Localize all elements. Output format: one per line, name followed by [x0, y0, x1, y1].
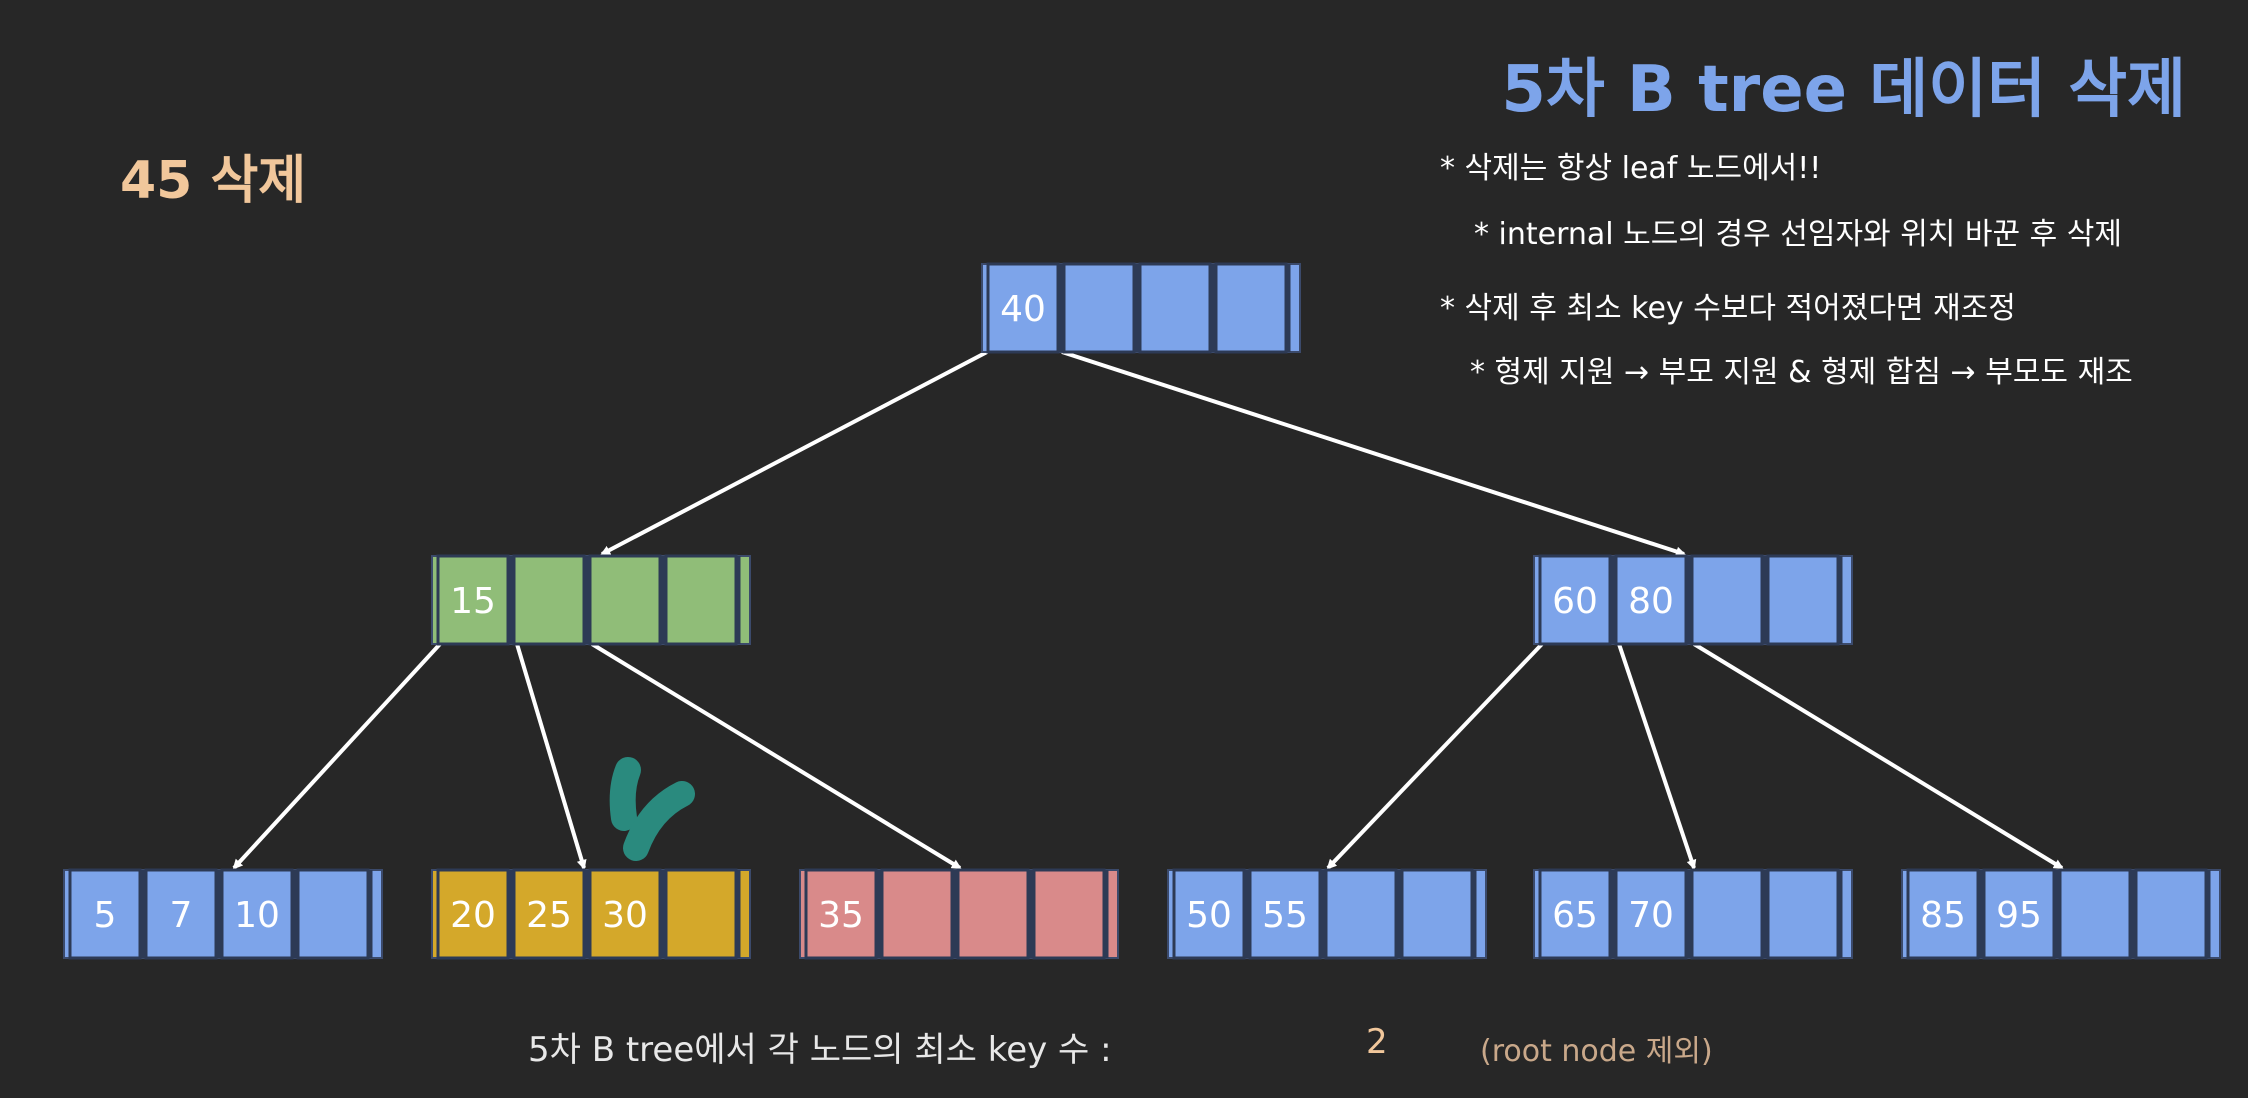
- leaf-node-2-key-1: 20: [450, 895, 496, 936]
- leaf-node-2-key-2: 25: [526, 895, 572, 936]
- leaf-node-1-key-2: 7: [170, 895, 193, 936]
- internal-node-2-slot-1: [1538, 554, 1612, 646]
- leaf-node-5-slot-4: [1766, 868, 1840, 960]
- min-key-note: (root node 제외): [1480, 1034, 1713, 1069]
- leaf-node-6-slot-3: [2058, 868, 2132, 960]
- leaf-node-6-key-1: 85: [1920, 895, 1966, 936]
- tree-edge-6: [1326, 642, 1544, 870]
- internal-node-2-key-1: 60: [1552, 581, 1598, 622]
- root-node-slot-4: [1214, 262, 1288, 354]
- tree-edge-3: [232, 642, 442, 870]
- tree-edge-8: [1692, 642, 2064, 870]
- operation-label: 45 삭제: [120, 151, 307, 211]
- leaf-node-1-key-3: 10: [234, 895, 280, 936]
- leaf-node-2-slot-3: [588, 868, 662, 960]
- internal-node-2-slot-2: [1614, 554, 1688, 646]
- leaf-node-4: 50 55: [1167, 868, 1487, 960]
- leaf-node-5: 65 70: [1533, 868, 1853, 960]
- leaf-node-4-slot-1: [1172, 868, 1246, 960]
- leaf-node-3-key-1: 35: [818, 895, 864, 936]
- internal-node-1-slot-4: [664, 554, 738, 646]
- tree-edge-5: [590, 642, 962, 870]
- tree-edge-7: [1617, 643, 1697, 870]
- internal-node-1-key-1: 15: [450, 581, 496, 622]
- internal-node-2-key-2: 80: [1628, 581, 1674, 622]
- note-4: * 형제 지원 → 부모 지원 & 형제 합침 → 부모도 재조: [1470, 355, 2133, 390]
- min-key-label: 5차 B tree에서 각 노드의 최소 key 수 :: [528, 1030, 1112, 1070]
- leaf-node-3: 35: [799, 868, 1119, 960]
- leaf-node-1-slot-3: [220, 868, 294, 960]
- leaf-node-6-slot-2: [1982, 868, 2056, 960]
- leaf-node-2-slot-1: [436, 868, 510, 960]
- leaf-node-5-slot-1: [1538, 868, 1612, 960]
- leaf-node-6-slot-1: [1906, 868, 1980, 960]
- leaf-node-3-slot-4: [1032, 868, 1106, 960]
- leaf-node-6-key-2: 95: [1996, 895, 2042, 936]
- leaf-node-5-slot-2: [1614, 868, 1688, 960]
- leaf-node-2: 20 25 30: [431, 868, 751, 960]
- leaf-node-1-slot-1: [68, 868, 142, 960]
- leaf-node-1-slot-4: [296, 868, 370, 960]
- leaf-node-3-slot-1: [804, 868, 878, 960]
- leaf-node-5-slot-3: [1690, 868, 1764, 960]
- leaf-node-6-slot-4: [2134, 868, 2208, 960]
- leaf-node-4-key-1: 50: [1186, 895, 1232, 936]
- internal-node-1-slot-3: [588, 554, 662, 646]
- tree-edge-4: [515, 643, 587, 870]
- leaf-node-4-key-2: 55: [1262, 895, 1308, 936]
- leaf-node-3-slot-3: [956, 868, 1030, 960]
- root-node: 40: [981, 262, 1301, 354]
- note-2: * internal 노드의 경우 선임자와 위치 바꾼 후 삭제: [1474, 217, 2122, 252]
- leaf-node-2-slot-4: [664, 868, 738, 960]
- leaf-node-5-key-1: 65: [1552, 895, 1598, 936]
- internal-node-2-slot-4: [1766, 554, 1840, 646]
- min-key-value: 2: [1366, 1022, 1388, 1062]
- leaf-node-1-key-1: 5: [94, 895, 117, 936]
- internal-node-1: 15: [431, 554, 751, 646]
- internal-node-2-slot-3: [1690, 554, 1764, 646]
- leaf-node-1: 5 7 10: [63, 868, 383, 960]
- internal-node-1-slot-2: [512, 554, 586, 646]
- leaf-node-1-slot-2: [144, 868, 218, 960]
- leaf-node-5-key-2: 70: [1628, 895, 1674, 936]
- leaf-node-4-slot-3: [1324, 868, 1398, 960]
- leaf-node-3-slot-2: [880, 868, 954, 960]
- footer: 5차 B tree에서 각 노드의 최소 key 수 : 2 (root nod…: [0, 1022, 2248, 1072]
- page-title: 5차 B tree 데이터 삭제: [1501, 53, 2186, 127]
- leaf-node-2-slot-2: [512, 868, 586, 960]
- checkmark-icon: [609, 757, 695, 861]
- leaf-node-4-slot-4: [1400, 868, 1474, 960]
- leaf-node-6: 85 95: [1901, 868, 2221, 960]
- leaf-node-4-slot-2: [1248, 868, 1322, 960]
- internal-node-1-slot-1: [436, 554, 510, 646]
- root-node-key-1: 40: [1000, 289, 1046, 330]
- note-3: * 삭제 후 최소 key 수보다 적어졌다면 재조정: [1440, 291, 2016, 326]
- leaf-node-2-key-3: 30: [602, 895, 648, 936]
- root-node-slot-2: [1062, 262, 1136, 354]
- root-node-slot-1: [986, 262, 1060, 354]
- internal-node-2: 60 80: [1533, 554, 1853, 646]
- tree-edge-1: [600, 350, 988, 556]
- tree-edge-2: [1061, 350, 1686, 557]
- note-1: * 삭제는 항상 leaf 노드에서!!: [1440, 151, 1822, 186]
- root-node-slot-3: [1138, 262, 1212, 354]
